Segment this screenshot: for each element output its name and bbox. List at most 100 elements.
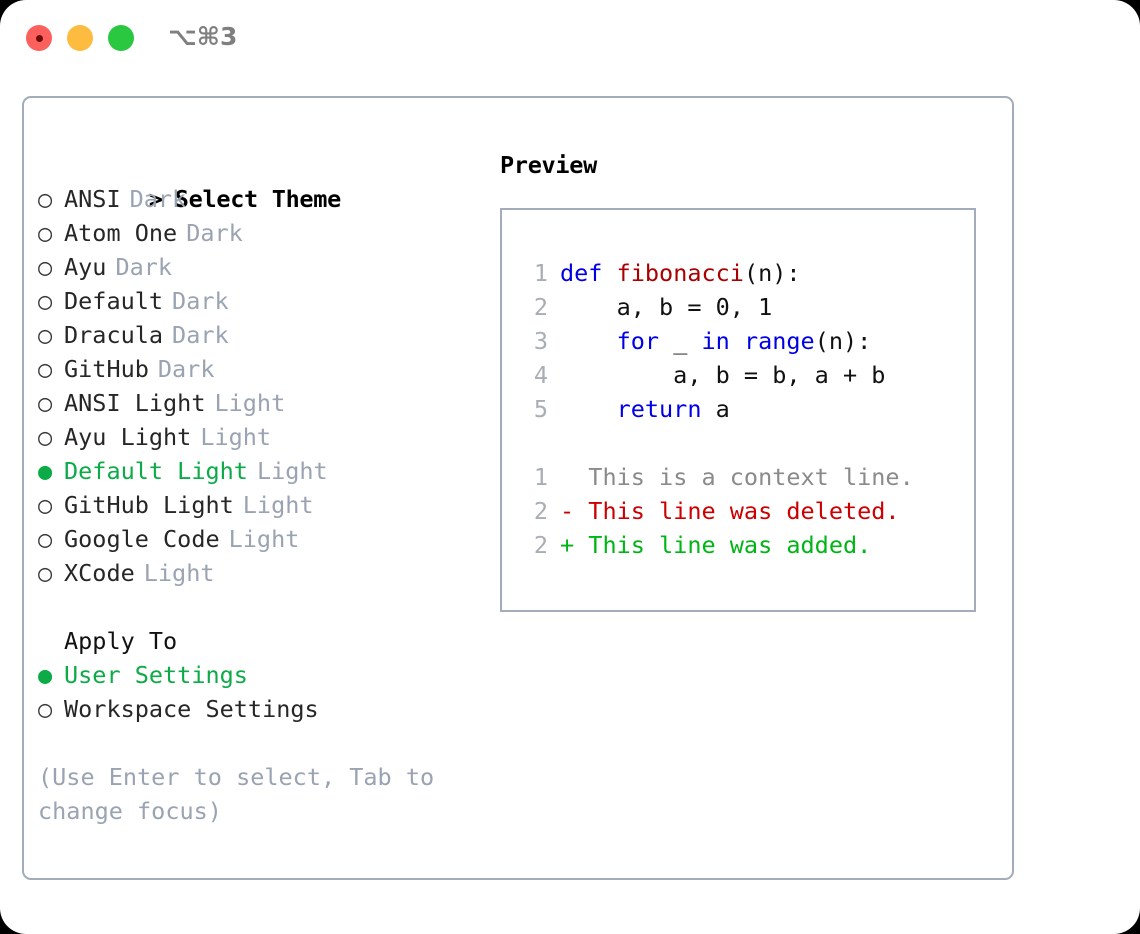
theme-option-label: Default Light (64, 457, 248, 485)
code-token (560, 327, 617, 355)
line-number: 5 (533, 395, 548, 423)
theme-option-label: GitHub (64, 355, 149, 383)
theme-variant-badge: Light (143, 559, 215, 587)
maximize-window-icon[interactable] (108, 25, 134, 51)
theme-option-label: Ayu Light (64, 423, 192, 451)
keyboard-shortcut-label: ⌥⌘3 (168, 22, 238, 51)
theme-variant-badge: Dark (186, 219, 243, 247)
radio-unselected-icon: ○ (38, 287, 53, 315)
radio-unselected-icon: ○ (38, 525, 53, 553)
code-token: a, b = 0, 1 (560, 293, 773, 321)
hint-spacer (38, 726, 488, 760)
theme-variant-badge: Light (242, 491, 314, 519)
code-token (602, 259, 616, 287)
minimize-window-icon[interactable] (67, 25, 93, 51)
code-token (560, 395, 617, 423)
code-token: def (560, 259, 603, 287)
window-titlebar: ⌥⌘3 (0, 0, 1140, 78)
apply-to-option-workspace-settings[interactable]: ○ Workspace Settings (38, 692, 488, 726)
line-number: 2 (533, 497, 548, 525)
theme-option-google-code[interactable]: ○ Google Code Light (38, 522, 488, 556)
apply-to-option-user-settings[interactable]: ●User Settings (38, 658, 488, 692)
select-theme-label: Select Theme (174, 185, 341, 213)
theme-option-default-light[interactable]: ● Default Light Light (38, 454, 488, 488)
theme-option-xcode[interactable]: ○ XCode Light (38, 556, 488, 590)
radio-unselected-icon: ○ (38, 321, 53, 349)
radio-unselected-icon: ○ (38, 423, 53, 451)
theme-variant-badge: Dark (172, 287, 229, 315)
theme-option-ansi[interactable]: ○ ANSI Dark (38, 182, 488, 216)
diff-sign (560, 463, 574, 491)
diff-text: This line was added. (574, 531, 872, 559)
theme-option-label: XCode (64, 559, 135, 587)
line-number: 1 (533, 463, 548, 491)
theme-variant-badge: Light (228, 525, 300, 553)
code-token (730, 327, 744, 355)
theme-variant-badge: Dark (157, 355, 215, 383)
theme-option-label: Google Code (64, 525, 220, 553)
diff-text: This line was deleted. (574, 497, 900, 525)
theme-option-label: ANSI (64, 185, 121, 213)
line-number: 1 (533, 259, 548, 287)
theme-option-github[interactable]: ○ GitHub Dark (38, 352, 488, 386)
line-number: 3 (533, 327, 548, 355)
code-token: return (616, 395, 702, 423)
code-token: (n): (814, 327, 872, 355)
line-number: 4 (533, 361, 548, 389)
code-token: in (701, 327, 730, 355)
radio-selected-icon: ● (38, 457, 53, 485)
theme-option-github-light[interactable]: ○ GitHub Light Light (38, 488, 488, 522)
code-token: for (616, 327, 660, 355)
line-number: 2 (533, 531, 548, 559)
radio-unselected-icon: ○ (38, 185, 53, 213)
diff-line: 2+ This line was added. (520, 528, 974, 562)
close-window-icon[interactable] (26, 25, 52, 51)
theme-option-label: GitHub Light (64, 491, 234, 519)
list-spacer (38, 590, 488, 624)
preview-title: Preview (500, 151, 597, 179)
theme-variant-badge: Light (256, 457, 328, 485)
theme-variant-badge: Light (200, 423, 272, 451)
radio-unselected-icon: ○ (38, 355, 53, 383)
theme-option-label: ANSI Light (64, 389, 206, 417)
theme-option-ayu-light[interactable]: ○ Ayu Light Light (38, 420, 488, 454)
radio-unselected-icon: ○ (38, 559, 53, 587)
theme-variant-badge: Dark (115, 253, 173, 281)
apply-to-option-label: Workspace Settings (64, 695, 319, 723)
diff-sample: 1 This is a context line. 2- This line wa… (520, 460, 974, 562)
theme-option-label: Dracula (64, 321, 164, 349)
diff-text: This is a context line. (574, 463, 914, 491)
code-token: range (743, 327, 815, 355)
line-number: 2 (533, 293, 548, 321)
radio-unselected-icon: ○ (38, 695, 53, 723)
apply-to-label: Apply To (64, 627, 178, 655)
diff-spacer (520, 426, 974, 460)
code-token: a, b = b, a + b (560, 361, 886, 389)
theme-variant-badge: Dark (129, 185, 187, 213)
apply-to-options-list: ●User Settings ○ Workspace Settings (38, 658, 488, 726)
code-line: 3 for _ in range(n): (520, 324, 974, 358)
keyboard-hint-text: (Use Enter to select, Tab to change focu… (38, 763, 449, 825)
prompt-caret-icon: > (148, 185, 163, 213)
code-line: 2 a, b = 0, 1 (520, 290, 974, 324)
radio-unselected-icon: ○ (38, 491, 53, 519)
radio-unselected-icon: ○ (38, 219, 53, 247)
code-token: a (701, 395, 730, 423)
diff-sign: - (560, 497, 575, 525)
theme-option-label: Ayu (64, 253, 107, 281)
theme-variant-badge: Light (214, 389, 286, 417)
code-token: fibonacci (616, 259, 744, 287)
